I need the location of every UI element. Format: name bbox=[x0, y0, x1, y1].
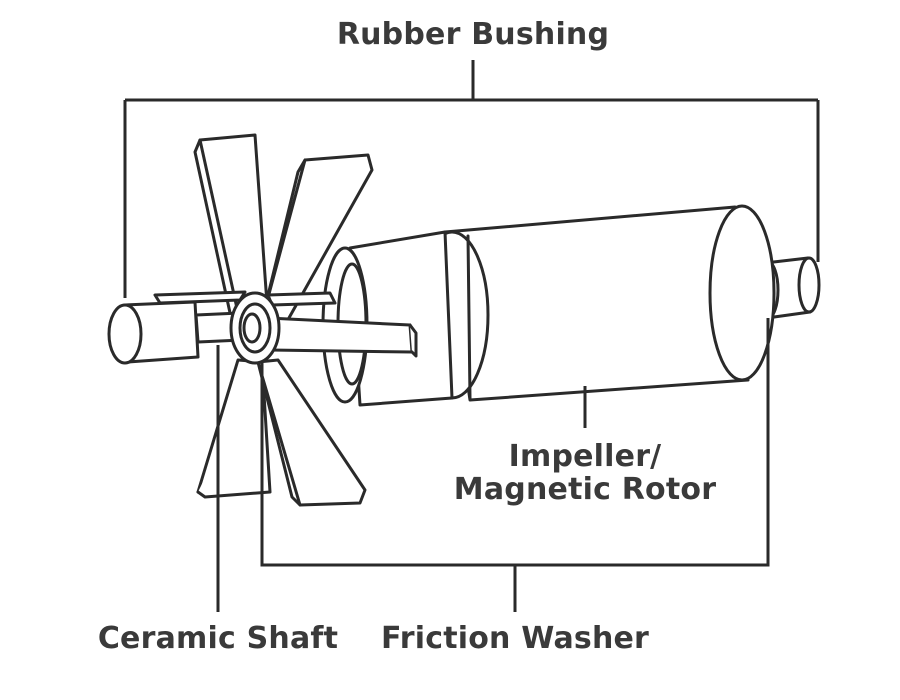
friction-washer-label: Friction Washer bbox=[380, 621, 650, 656]
rubber-bushing-label: Rubber Bushing bbox=[336, 17, 610, 52]
impeller-rotor-label: Impeller/ Magnetic Rotor bbox=[454, 440, 716, 506]
callout-rubber-bushing bbox=[123, 60, 820, 298]
impeller-label-line2: Magnetic Rotor bbox=[453, 472, 717, 507]
friction-washer bbox=[229, 291, 281, 365]
impeller-vanes-front bbox=[196, 316, 418, 507]
rotor-collar bbox=[321, 230, 454, 407]
magnetic-rotor bbox=[414, 204, 776, 402]
impeller-label-line1: Impeller/ bbox=[508, 439, 662, 474]
front-shaft-stub bbox=[107, 300, 200, 365]
ceramic-shaft-label: Ceramic Shaft bbox=[97, 621, 339, 656]
callout-friction-washer bbox=[260, 318, 770, 612]
